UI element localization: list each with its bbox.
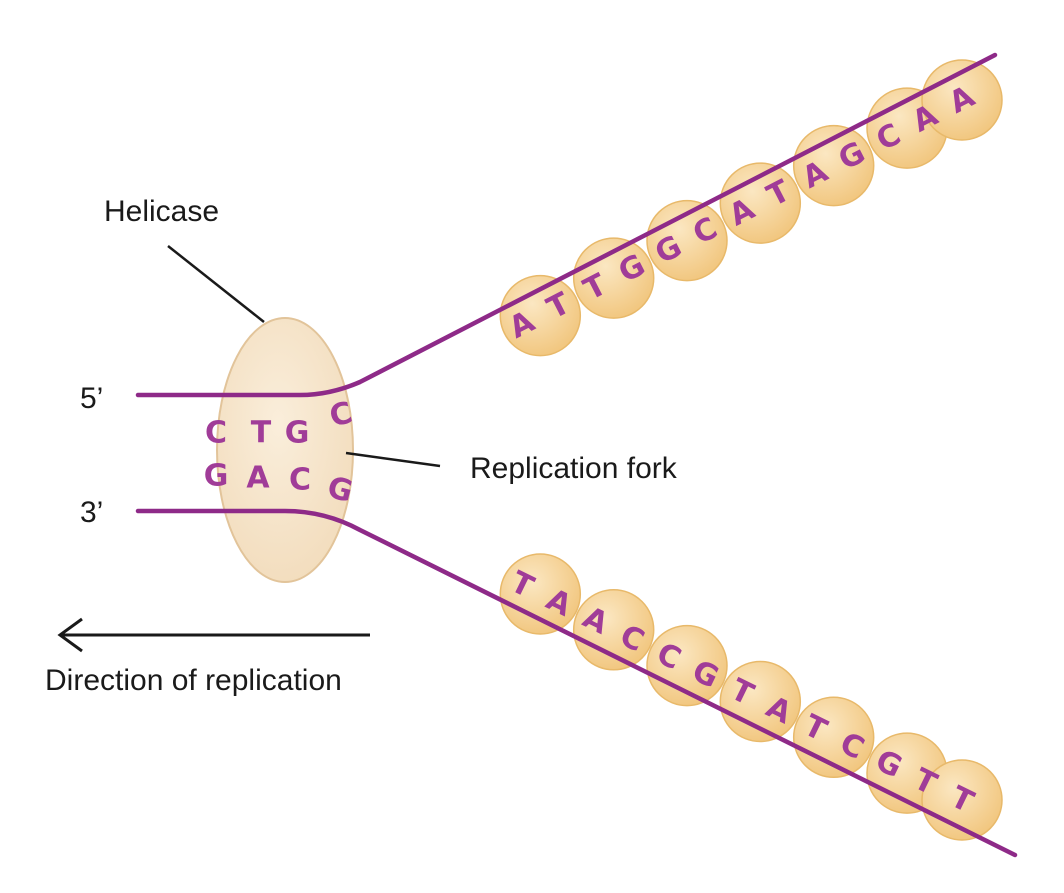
upper-strand-nucleotide-bead xyxy=(719,162,802,244)
paired-base-bottom-1: G xyxy=(204,459,229,494)
paired-base-top-3: G xyxy=(285,416,310,451)
upper-strand-nucleotide-bead xyxy=(499,274,582,357)
upper-strand-nucleotide-bead xyxy=(646,199,728,282)
lower-strand-nucleotide-bead xyxy=(646,624,728,707)
upper-strand-line xyxy=(135,52,998,398)
paired-base-bottom-3: C xyxy=(289,463,311,498)
paired-bases-top: C T G C xyxy=(205,395,356,450)
paired-base-top-2: T xyxy=(251,416,272,451)
lower-strand-nucleotide-bead xyxy=(719,660,802,743)
three-prime-label: 3’ xyxy=(80,496,103,529)
paired-base-top-1: C xyxy=(205,416,227,451)
lower-strand-line xyxy=(135,508,1018,858)
upper-strand-nucleotides xyxy=(499,59,1003,357)
replication-fork-pointer-line xyxy=(345,451,441,468)
replication-fork-label: Replication fork xyxy=(470,452,678,485)
lower-strand-nucleotide-bead xyxy=(572,589,655,671)
upper-strand-nucleotide-bead xyxy=(792,124,875,207)
direction-of-replication-label: Direction of replication xyxy=(45,664,342,697)
helicase-label: Helicase xyxy=(104,195,219,228)
paired-base-bottom-2: A xyxy=(246,461,270,496)
upper-strand-nucleotide-bead xyxy=(572,237,655,319)
lower-strand-nucleotide-bead xyxy=(499,553,582,635)
five-prime-label: 5’ xyxy=(80,382,103,415)
arrow-left-icon xyxy=(57,617,370,653)
lower-strand-nucleotides xyxy=(499,553,1003,841)
helicase-pointer-line xyxy=(167,245,265,323)
